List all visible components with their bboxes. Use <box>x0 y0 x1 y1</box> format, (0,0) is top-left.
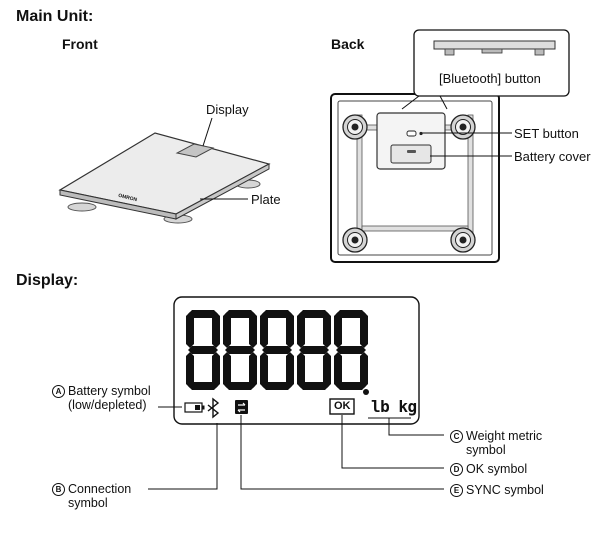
label-set-button: SET button <box>514 126 579 141</box>
digit-segment-c <box>323 352 331 388</box>
digit-segment-a <box>336 310 366 318</box>
callout-a-line1: Battery symbol <box>68 384 151 398</box>
label-display: Display <box>206 102 249 117</box>
digit-segment-e <box>297 352 305 388</box>
display-digit <box>186 310 220 390</box>
front-scale-illustration <box>58 132 271 224</box>
foot-top-right <box>450 114 476 140</box>
digit-segment-e <box>186 352 194 388</box>
weight-metric-symbol: lb kg <box>371 397 417 416</box>
sync-symbol <box>235 400 248 414</box>
digit-segment-f <box>260 312 268 348</box>
display-digit <box>260 310 294 390</box>
digit-segment-b <box>360 312 368 348</box>
digit-segment-b <box>286 312 294 348</box>
label-battery-cover: Battery cover <box>514 149 591 164</box>
callout-c-line2: symbol <box>466 443 506 457</box>
digit-segment-g <box>336 346 366 354</box>
digit-segment-f <box>334 312 342 348</box>
callout-e-badge: E <box>450 484 463 497</box>
callout-d-badge: D <box>450 463 463 476</box>
callout-e-line1: SYNC symbol <box>466 483 544 497</box>
front-display-window <box>175 143 215 158</box>
digit-segment-d <box>299 382 329 390</box>
ok-symbol: OK <box>334 400 351 412</box>
digit-segment-d <box>188 382 218 390</box>
callout-a-line2: (low/depleted) <box>68 398 147 412</box>
foot-bottom-right <box>450 227 476 253</box>
bluetooth-symbol <box>207 397 220 419</box>
display-digit <box>297 310 331 390</box>
display-panel-frame <box>173 296 420 425</box>
digit-segment-e <box>334 352 342 388</box>
digit-segment-f <box>223 312 231 348</box>
label-plate: Plate <box>251 192 281 207</box>
display-digit <box>334 310 368 390</box>
digit-segment-e <box>223 352 231 388</box>
ok-box <box>329 398 355 415</box>
digit-segment-d <box>225 382 255 390</box>
digit-segment-g <box>188 346 218 354</box>
display-digits <box>186 310 368 390</box>
label-bluetooth-button: [Bluetooth] button <box>439 71 541 86</box>
callout-b-badge: B <box>52 483 65 496</box>
heading-main-unit: Main Unit: <box>16 8 94 25</box>
heading-back: Back <box>331 36 365 52</box>
callout-d-line1: OK symbol <box>466 462 528 476</box>
foot-bottom-left <box>342 227 368 253</box>
digit-segment-d <box>262 382 292 390</box>
digit-segment-b <box>212 312 220 348</box>
foot-top-left <box>342 114 368 140</box>
display-digit <box>223 310 257 390</box>
battery-symbol <box>184 402 205 413</box>
digit-segment-c <box>286 352 294 388</box>
digit-segment-c <box>249 352 257 388</box>
heading-display: Display: <box>16 272 79 289</box>
decimal-point <box>363 389 369 395</box>
callout-a-badge: A <box>52 385 65 398</box>
digit-segment-a <box>299 310 329 318</box>
digit-segment-f <box>186 312 194 348</box>
digit-segment-c <box>360 352 368 388</box>
callout-b-line2: symbol <box>68 496 108 510</box>
digit-segment-a <box>225 310 255 318</box>
digit-segment-f <box>297 312 305 348</box>
back-scale-illustration <box>330 93 500 263</box>
digit-segment-b <box>323 312 331 348</box>
bluetooth-inset <box>401 29 570 110</box>
heading-front: Front <box>62 36 98 52</box>
digit-segment-a <box>262 310 292 318</box>
digit-segment-d <box>336 382 366 390</box>
callout-c-line1: Weight metric <box>466 429 543 443</box>
back-set-button <box>406 130 417 137</box>
digit-segment-a <box>188 310 218 318</box>
digit-segment-b <box>249 312 257 348</box>
back-battery-cover-latch <box>407 150 416 153</box>
digit-segment-g <box>225 346 255 354</box>
callout-c-badge: C <box>450 430 463 443</box>
digit-segment-g <box>299 346 329 354</box>
digit-segment-c <box>212 352 220 388</box>
digit-segment-e <box>260 352 268 388</box>
callout-b-line1: Connection <box>68 482 132 496</box>
digit-segment-g <box>262 346 292 354</box>
